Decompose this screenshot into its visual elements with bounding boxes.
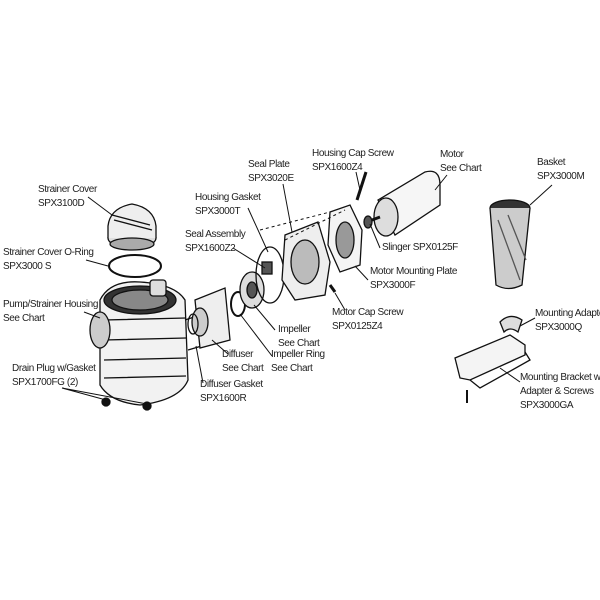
strainer-cover-part bbox=[107, 203, 157, 251]
part-name: Mounting Bracket with bbox=[520, 372, 600, 383]
part-name: Seal Plate bbox=[248, 159, 290, 170]
part-name: Strainer Cover O-Ring bbox=[3, 247, 94, 258]
leader-lines bbox=[61, 171, 553, 405]
part-number: SPX3000 S bbox=[3, 261, 52, 272]
label-mounting-bracket: Mounting Bracket withAdapter & ScrewsSPX… bbox=[520, 371, 600, 413]
part-name: Motor bbox=[440, 149, 464, 160]
part-number: SPX3000F bbox=[370, 280, 416, 291]
part-number: SPX3100D bbox=[38, 198, 85, 209]
part-number: SPX1700FG (2) bbox=[12, 377, 78, 388]
drain-plug-part bbox=[101, 397, 111, 407]
part-name: Drain Plug w/Gasket bbox=[12, 363, 96, 374]
part-number: SPX3000GA bbox=[520, 400, 574, 411]
part-name: Basket bbox=[537, 157, 566, 168]
part-number: SPX3000T bbox=[195, 206, 241, 217]
part-number: SPX3000M bbox=[537, 171, 585, 182]
diffuser-part bbox=[187, 287, 231, 349]
part-name: Pump/Strainer Housing bbox=[3, 299, 98, 310]
strainer-cover-oring-part bbox=[108, 254, 162, 278]
part-number: SPX0125Z4 bbox=[332, 321, 383, 332]
part-name: Seal Assembly bbox=[185, 229, 246, 240]
part-name: Slinger SPX0125F bbox=[382, 242, 458, 253]
part-number: SPX3000Q bbox=[535, 322, 582, 333]
part-name: Housing Cap Screw bbox=[312, 148, 394, 159]
part-number: See Chart bbox=[271, 363, 313, 374]
part-number: SPX1600Z2 bbox=[185, 243, 236, 254]
part-name-line2: Adapter & Screws bbox=[520, 386, 594, 397]
part-name: Strainer Cover bbox=[38, 184, 97, 195]
part-number: See Chart bbox=[222, 363, 264, 374]
part-name: Housing Gasket bbox=[195, 192, 261, 203]
mounting-adapter-part bbox=[499, 315, 523, 334]
housing-cap-screw-part bbox=[355, 171, 368, 201]
part-number: SPX1600Z4 bbox=[312, 162, 363, 173]
part-number: SPX3020E bbox=[248, 173, 294, 184]
part-number: See Chart bbox=[278, 338, 320, 349]
motor-cap-screw-part bbox=[328, 284, 337, 293]
part-name: Motor Cap Screw bbox=[332, 307, 404, 318]
part-name: Diffuser bbox=[222, 349, 254, 360]
part-name: Impeller bbox=[278, 324, 311, 335]
part-number: See Chart bbox=[3, 313, 45, 324]
part-number: See Chart bbox=[440, 163, 482, 174]
seal-plate-part bbox=[281, 221, 331, 301]
impeller-part bbox=[239, 271, 265, 309]
part-name: Motor Mounting Plate bbox=[370, 266, 458, 277]
seal-assembly-part bbox=[261, 261, 273, 275]
part-name: Impeller Ring bbox=[271, 349, 325, 360]
label-slinger: Slinger SPX0125F bbox=[382, 241, 458, 255]
pump-strainer-housing-part bbox=[89, 279, 206, 406]
motor-mounting-plate-part bbox=[327, 204, 363, 273]
part-number: SPX1600R bbox=[200, 393, 247, 404]
part-name: Diffuser Gasket bbox=[200, 379, 263, 390]
part-name: Mounting Adapter bbox=[535, 308, 600, 319]
mounting-bracket-part bbox=[454, 334, 531, 403]
basket-part bbox=[489, 199, 531, 290]
motor-part bbox=[371, 170, 441, 237]
housing-gasket-part bbox=[255, 246, 285, 304]
